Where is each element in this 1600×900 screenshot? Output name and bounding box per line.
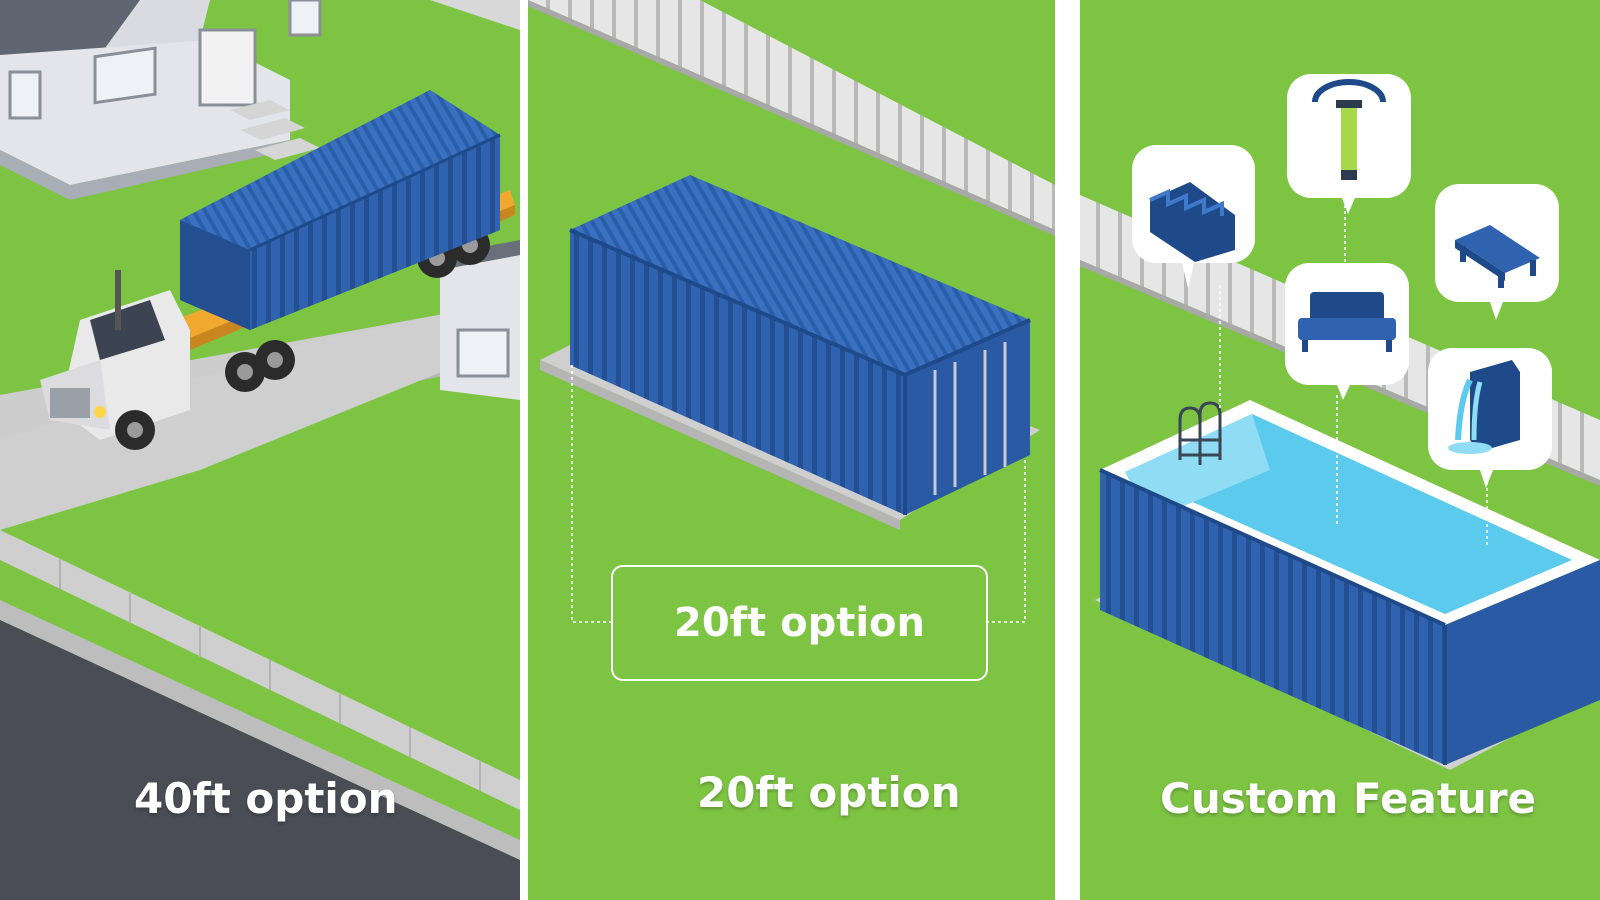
divider-left [520, 0, 528, 900]
container-20ft [569, 175, 1031, 515]
bubble-waterfall [1428, 348, 1552, 488]
divider-right [1055, 0, 1080, 900]
panel-label-custom-feature: Custom Feature [1160, 774, 1537, 823]
bubble-stairs [1132, 145, 1255, 288]
panel-20ft [528, 0, 1055, 900]
bench-icon [1455, 225, 1540, 288]
waterfall-icon [1448, 360, 1520, 454]
panel-label-40ft: 40ft option [134, 774, 398, 823]
dimension-tag-20ft: 20ft option [611, 565, 988, 681]
panel-label-20ft: 20ft option [697, 768, 961, 817]
sofa-icon [1298, 292, 1396, 352]
bubble-bench [1435, 184, 1559, 320]
truck-with-container [40, 90, 515, 450]
container-pool [1099, 400, 1600, 765]
house [0, 0, 322, 200]
stairs-icon [1149, 182, 1235, 262]
bubble-sofa [1285, 263, 1409, 400]
bubble-light [1287, 74, 1411, 214]
panel-custom [1080, 0, 1600, 900]
panel-40ft [0, 0, 520, 900]
ladder-icon [1178, 401, 1222, 465]
feature-bubbles [1132, 74, 1559, 488]
light-icon [1312, 79, 1386, 180]
dimension-tag-label: 20ft option [673, 600, 925, 646]
